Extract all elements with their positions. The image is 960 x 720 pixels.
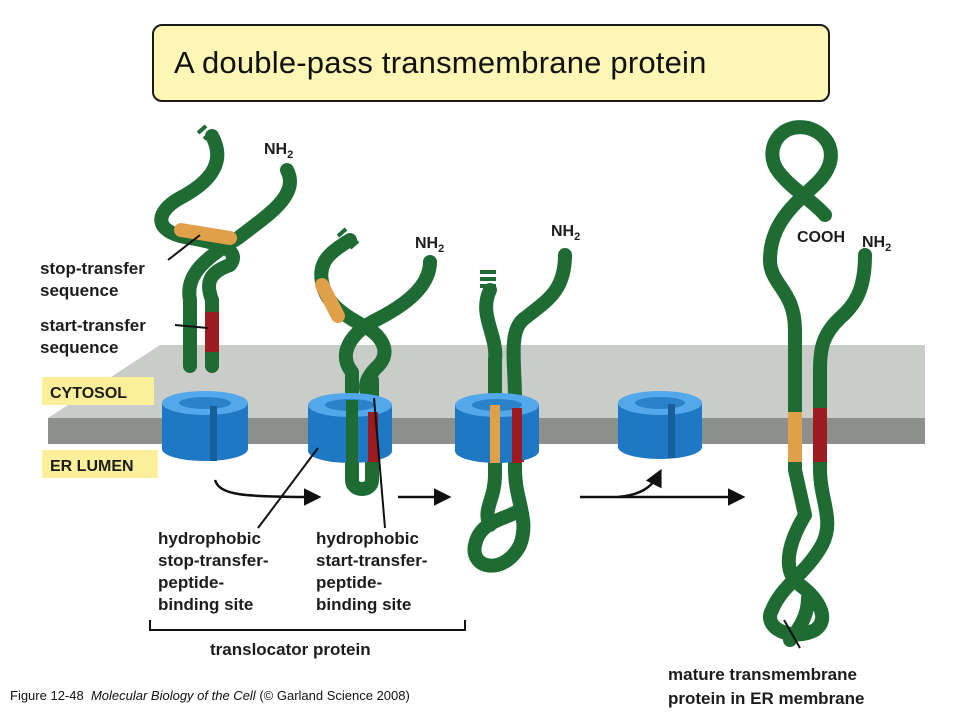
mature-label-2: protein in ER membrane (668, 689, 864, 708)
protein-stage-1 (154, 124, 297, 373)
translocator-label: translocator protein (210, 640, 371, 659)
membrane-top (48, 345, 925, 418)
stop-site-label-1: hydrophobic (158, 529, 261, 548)
translocator-3 (455, 393, 539, 463)
translocator-2 (308, 393, 392, 465)
caption-credit: (© Garland Science 2008) (259, 688, 410, 703)
nh2-label-2: NH2 (415, 235, 444, 255)
cytosol-tag (42, 377, 154, 405)
translocator-4 (618, 391, 702, 459)
stop-transfer-label-1: stop-transfer (40, 259, 145, 278)
pointer-stop-transfer (167, 234, 201, 261)
nh2-label-4: NH2 (862, 234, 891, 254)
start-site-label-2: start-transfer- (316, 551, 427, 570)
start-site-label-4: binding site (316, 595, 411, 614)
nh2-label-3: NH2 (551, 223, 580, 243)
arrow-1 (213, 479, 322, 506)
stop-site-label-4: binding site (158, 595, 253, 614)
title-box: A double-pass transmembrane protein (152, 24, 830, 102)
pointer-start-site (373, 397, 386, 529)
er-lumen-tag (42, 450, 158, 478)
nh2-label-1: NH2 (264, 141, 293, 161)
stop-site-label-3: peptide- (158, 573, 224, 592)
pointer-start-transfer (174, 324, 209, 329)
caption-book: Molecular Biology of the Cell (90, 688, 256, 703)
translocator-1 (162, 391, 248, 461)
cooh-label: COOH (797, 229, 845, 246)
start-site-label-3: peptide- (316, 573, 382, 592)
figure-caption: Figure 12-48 Molecular Biology of the Ce… (10, 688, 410, 703)
stop-site-label-2: stop-transfer- (158, 551, 269, 570)
page-title: A double-pass transmembrane protein (174, 45, 707, 80)
start-site-label-1: hydrophobic (316, 529, 419, 548)
pointer-stop-site (257, 447, 319, 529)
mature-label-1: mature transmembrane (668, 665, 857, 684)
er-lumen-label: ER LUMEN (50, 458, 134, 475)
cytosol-label: CYTOSOL (50, 385, 127, 402)
protein-mature (763, 120, 872, 647)
caption-figure: Figure 12-48 (10, 688, 84, 703)
start-transfer-label-1: start-transfer (40, 316, 146, 335)
arrow-release (617, 468, 662, 499)
translocator-bracket (149, 620, 466, 631)
start-transfer-label-2: sequence (40, 338, 118, 357)
stop-transfer-label-2: sequence (40, 281, 118, 300)
pointer-mature (783, 619, 801, 649)
